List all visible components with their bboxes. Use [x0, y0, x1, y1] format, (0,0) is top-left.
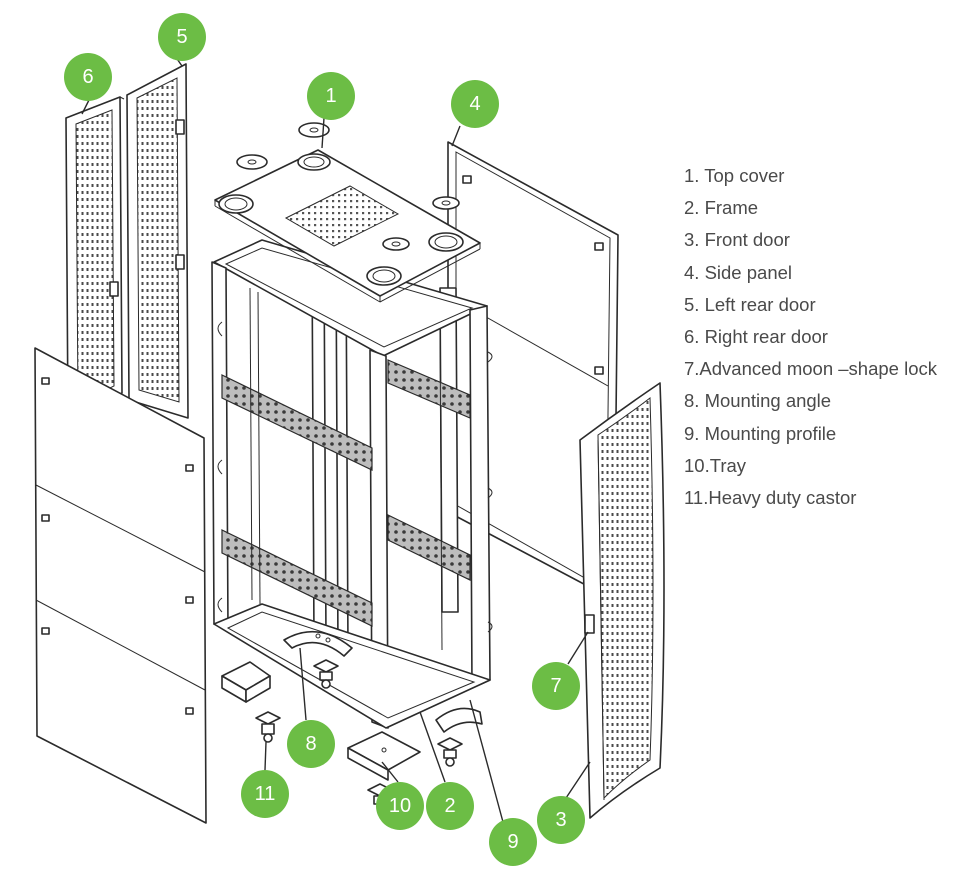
front-door [579, 382, 665, 819]
left-rear-door [126, 63, 189, 419]
callout-2: 2 [426, 782, 474, 830]
svg-text:11: 11 [255, 783, 276, 805]
mounting-angle [283, 630, 353, 657]
leader-lines [81, 55, 591, 823]
callout-6: 6 [64, 53, 112, 101]
svg-text:3: 3 [555, 809, 566, 831]
svg-text:5: 5 [176, 26, 187, 48]
callout-1: 1 [307, 72, 355, 120]
parts-legend: 1. Top cover 2. Frame 3. Front door 4. S… [684, 163, 937, 517]
callout-5: 5 [158, 13, 206, 61]
side-panel-left [34, 347, 207, 824]
legend-item-mounting-angle: 8. Mounting angle [684, 390, 832, 412]
legend-item-side-panel: 4. Side panel [684, 261, 793, 283]
svg-text:7: 7 [550, 675, 561, 697]
right-rear-door [65, 96, 125, 421]
callout-7: 7 [532, 662, 580, 710]
svg-text:2: 2 [444, 795, 455, 817]
tray-front [347, 731, 421, 781]
legend-item-front-door: 3. Front door [684, 229, 790, 251]
legend-item-heavy-duty-castor: 11.Heavy duty castor [684, 486, 857, 508]
frame [211, 239, 493, 729]
callout-3: 3 [537, 796, 585, 844]
svg-text:4: 4 [469, 93, 480, 115]
legend-item-moon-shape-lock: 7.Advanced moon –shape lock [684, 358, 938, 380]
legend-item-mounting-profile: 9. Mounting profile [684, 422, 837, 444]
svg-text:10: 10 [389, 795, 411, 817]
callout-9: 9 [489, 818, 537, 866]
legend-item-right-rear-door: 6. Right rear door [684, 325, 828, 347]
svg-text:8: 8 [305, 733, 316, 755]
svg-text:1: 1 [325, 85, 336, 107]
legend-item-frame: 2. Frame [684, 197, 759, 219]
legend-item-top-cover: 1. Top cover [684, 165, 785, 186]
callout-10: 10 [376, 782, 424, 830]
legend-item-left-rear-door: 5. Left rear door [684, 293, 816, 315]
tray-left [221, 661, 271, 703]
svg-text:6: 6 [82, 66, 93, 88]
legend-item-tray: 10.Tray [684, 454, 747, 476]
callout-8: 8 [287, 720, 335, 768]
callout-4: 4 [451, 80, 499, 128]
tray-right [435, 707, 483, 733]
svg-text:9: 9 [507, 831, 518, 853]
top-cover [214, 122, 481, 303]
callout-11: 11 [241, 770, 289, 818]
